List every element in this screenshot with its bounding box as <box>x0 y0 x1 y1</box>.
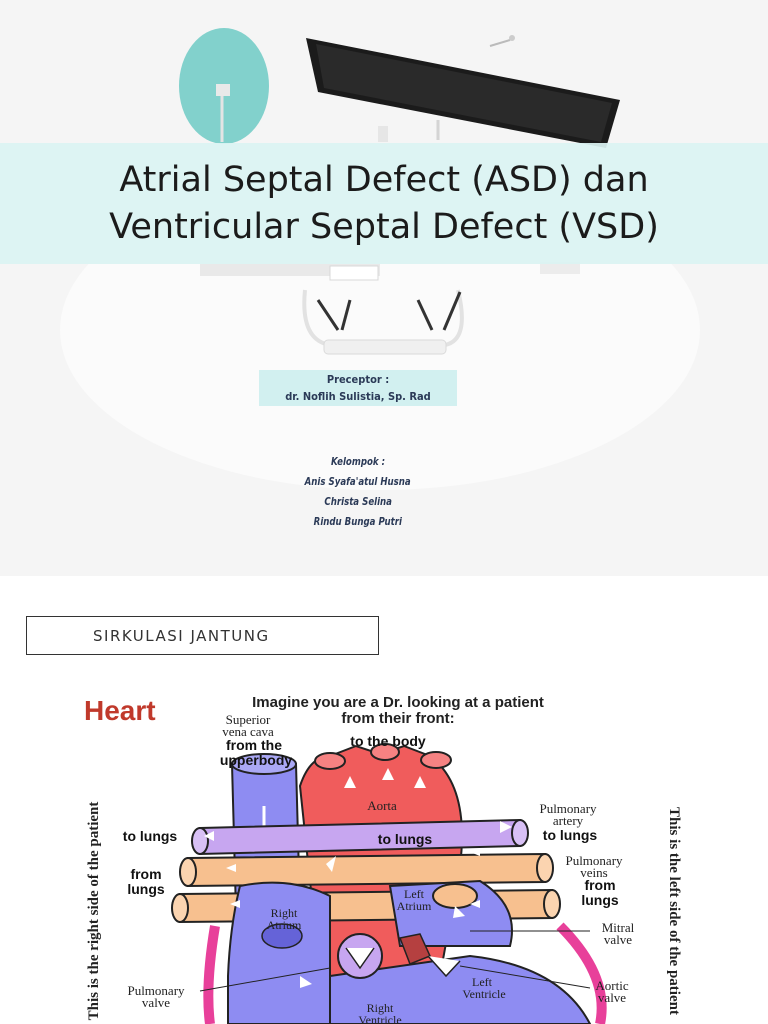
left-atrium <box>388 879 513 947</box>
label-pulmonary-veins: Pulmonary <box>565 853 623 868</box>
label-from-lungs-left: from <box>130 866 161 882</box>
side-note-left-of-patient: This is the left side of the patient <box>666 807 682 1015</box>
group-member: Rindu Bunga Putri <box>313 516 403 528</box>
label-left-ventricle: Left <box>472 975 493 989</box>
heart-wall <box>203 925 220 1024</box>
label-from-upperbody-2: upperbody <box>220 752 293 768</box>
label-right-atrium: Right <box>271 906 298 920</box>
section-title-box: SIRKULASI JANTUNG <box>26 616 379 655</box>
slide-title-line-1: Atrial Septal Defect (ASD) dan <box>119 159 649 200</box>
title-slide: Atrial Septal Defect (ASD) dan Ventricul… <box>0 0 768 576</box>
label-aortic-valve-2: valve <box>598 990 626 1005</box>
label-from-lungs-right: from <box>584 877 615 893</box>
label-to-body: to the body <box>350 733 426 749</box>
label-pulmonary-veins-2: veins <box>580 865 607 880</box>
mitral-valve-icon <box>398 933 432 965</box>
group-member: Anis Syafa'atul Husna <box>304 476 412 488</box>
label-right-ventricle-2: Ventricle <box>358 1013 401 1024</box>
label-right-atrium-2: Atrium <box>267 918 302 932</box>
label-pulmonary-artery-2: artery <box>553 813 584 828</box>
label-to-lungs-left: to lungs <box>123 828 178 844</box>
label-to-lungs-right: to lungs <box>543 827 598 843</box>
group-label: Kelompok : <box>330 456 386 468</box>
side-note-right-of-patient: This is the right side of the patient <box>86 802 102 1021</box>
preceptor-name: dr. Noflih Sulistia, Sp. Rad <box>285 390 431 403</box>
aortic-valve-icon <box>427 955 461 978</box>
label-left-atrium-2: Atrium <box>397 899 432 913</box>
label-from-upperbody: from the <box>226 737 282 753</box>
group-member: Christa Selina <box>324 496 392 508</box>
label-mitral-valve: Mitral <box>602 920 635 935</box>
label-mitral-valve-2: valve <box>604 932 632 947</box>
diagram-heading: Heart <box>84 695 156 726</box>
label-left-ventricle-2: Ventricle <box>462 987 505 1001</box>
background-photo <box>179 28 620 355</box>
label-from-lungs-left-2: lungs <box>127 881 165 897</box>
label-from-lungs-right-2: lungs <box>581 892 619 908</box>
right-atrium <box>227 881 331 1024</box>
pulmonary-vein-upper <box>187 852 546 888</box>
label-left-atrium: Left <box>404 887 425 901</box>
label-pulmonary-valve-2: valve <box>142 995 170 1010</box>
flow-arrows <box>204 768 512 988</box>
circulation-slide: SIRKULASI JANTUNG Heart Imagine you are … <box>0 576 768 1024</box>
label-aorta: Aorta <box>367 798 397 813</box>
label-aortic-valve: Aortic <box>595 978 628 993</box>
group-members: Kelompok : Anis Syafa'atul Husna Christa… <box>258 452 458 532</box>
preceptor-box: Preceptor : dr. Noflih Sulistia, Sp. Rad <box>259 370 457 406</box>
label-pulmonary-artery: Pulmonary <box>539 801 597 816</box>
slide-title-line-2: Ventricular Septal Defect (VSD) <box>109 206 659 247</box>
diagram-intro-line-1: Imagine you are a Dr. looking at a patie… <box>252 694 544 711</box>
diagram-intro-line-2: from their front: <box>341 710 454 727</box>
preceptor-label: Preceptor : <box>326 373 390 386</box>
heart-diagram: Heart Imagine you are a Dr. looking at a… <box>84 694 682 1024</box>
title-band: Atrial Septal Defect (ASD) dan Ventricul… <box>0 143 768 264</box>
section-title: SIRKULASI JANTUNG <box>93 626 270 645</box>
label-svc: Superior <box>226 712 271 727</box>
label-right-ventricle: Right <box>367 1001 394 1015</box>
label-svc-2: vena cava <box>222 724 274 739</box>
label-to-lungs-center: to lungs <box>378 831 433 847</box>
label-pulmonary-valve: Pulmonary <box>127 983 185 998</box>
